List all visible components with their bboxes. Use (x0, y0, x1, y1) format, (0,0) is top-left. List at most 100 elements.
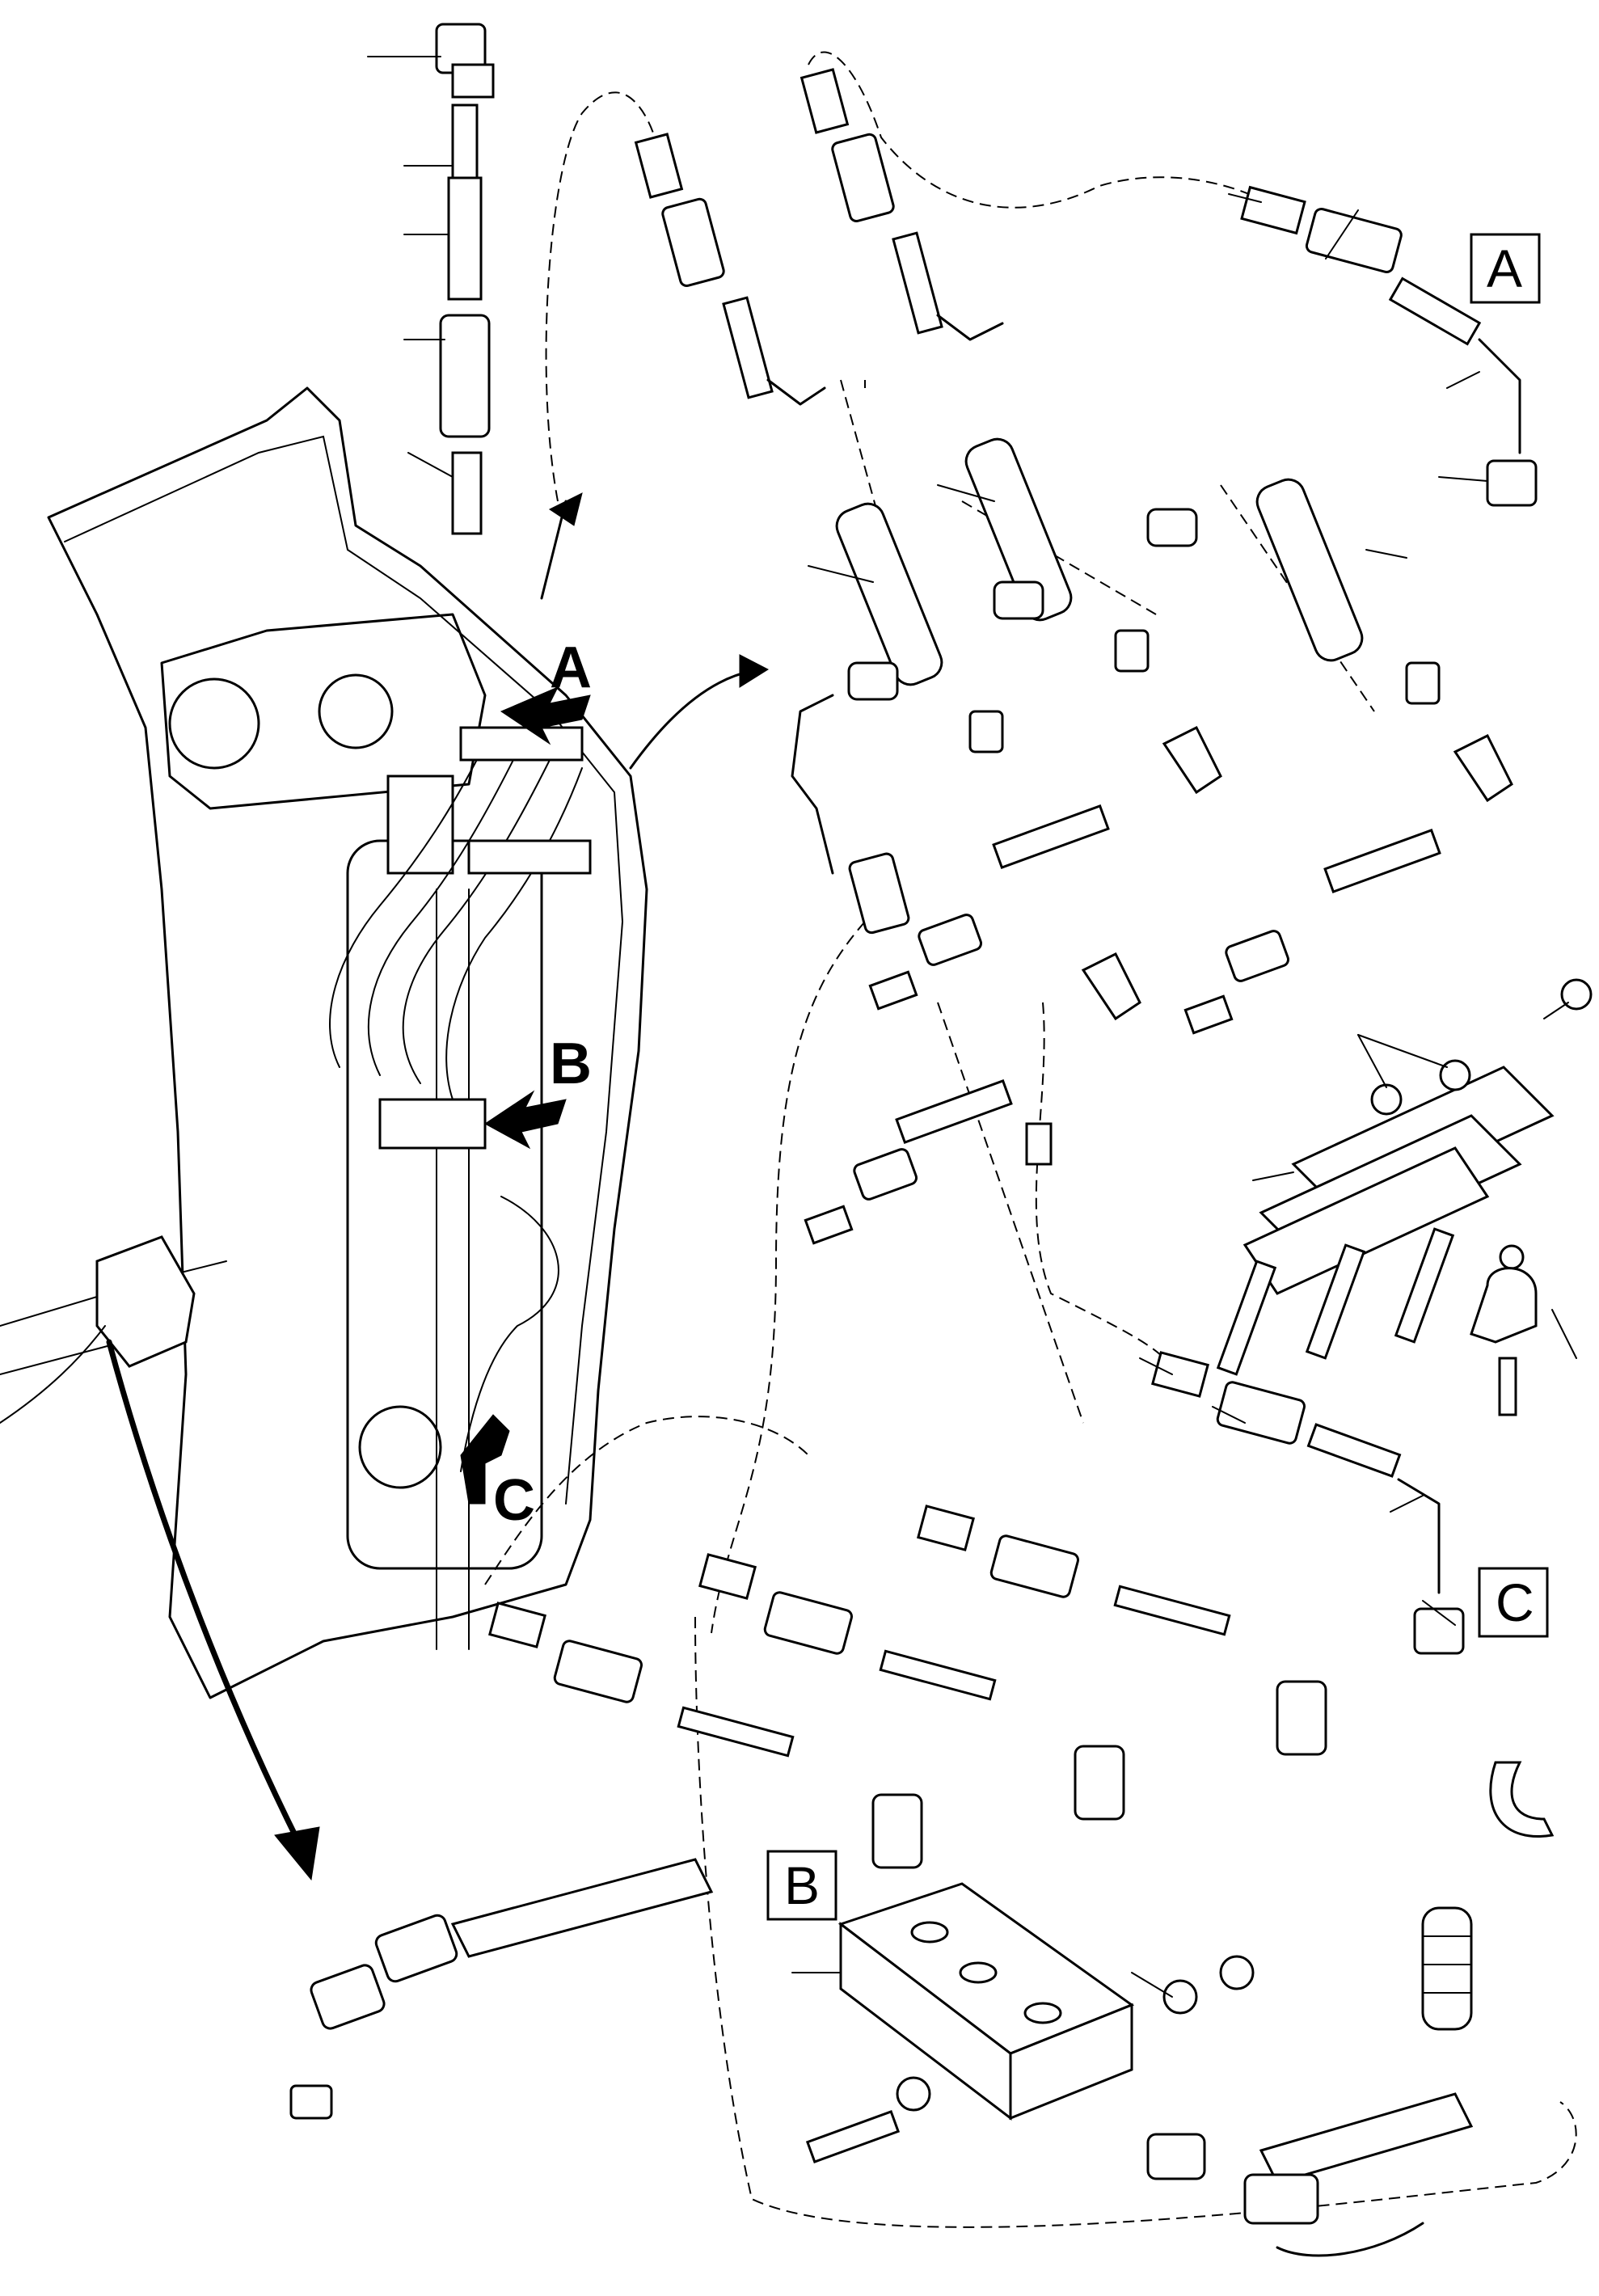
arm-callout-arrows: A B C (106, 492, 770, 1881)
detail-box-a: A (1470, 233, 1541, 304)
nipple (895, 1079, 1013, 1144)
leader-line (1438, 476, 1488, 482)
leader-line (1543, 1002, 1569, 1019)
manifold-port (1023, 2002, 1062, 2024)
sleeve (1151, 1351, 1209, 1398)
leader-line (1446, 371, 1480, 389)
leader-line (1357, 1034, 1387, 1088)
nipple (879, 1649, 997, 1701)
hose-sleeve-left (450, 1858, 714, 1958)
leader-line (1212, 1406, 1246, 1424)
hose-bundle-3 (402, 759, 551, 1084)
tee-fitting (1074, 1745, 1125, 1821)
ferrule (831, 133, 895, 222)
routing-loop-4 (1035, 1002, 1165, 1359)
leader-line (937, 484, 995, 502)
hose-exit (0, 1325, 106, 1424)
routing-loop-3 (711, 921, 866, 1634)
manifold-block-assembly (791, 1882, 1255, 2163)
nut (1405, 661, 1441, 705)
hose-ferrule (439, 314, 491, 438)
leader-line (1422, 1600, 1456, 1626)
routing-paths (484, 51, 1577, 2228)
sleeve (917, 1505, 975, 1551)
nut (968, 710, 1004, 753)
check-valve-2 (964, 437, 1073, 622)
sleeve (868, 970, 918, 1011)
sleeve (1025, 1122, 1053, 1166)
leader-line (808, 565, 874, 583)
explode-arrow-right-head-icon (739, 654, 770, 688)
washer (1162, 1979, 1198, 2015)
nipple (1323, 829, 1441, 893)
tube-bend (766, 378, 826, 406)
elbow (1453, 733, 1513, 803)
sleeve (1240, 185, 1306, 235)
explode-arrow-down-head-icon (274, 1826, 320, 1881)
pivot-hole-1 (168, 677, 260, 770)
nut-small (1499, 1244, 1525, 1270)
routing-dash (937, 1002, 1084, 1424)
hose-bundle-2 (367, 751, 518, 1076)
spiral-wrap-coil (1421, 1906, 1473, 2031)
tube-bend (1397, 1478, 1441, 1594)
adapter (1486, 459, 1538, 507)
leader-line (1325, 209, 1359, 260)
detail-box-c-frame (1478, 1567, 1549, 1638)
nipple (1388, 276, 1482, 346)
routing-loop-5 (694, 1616, 1577, 2228)
callout-a-label: A (550, 635, 592, 700)
arrow-a-icon (500, 686, 591, 745)
leader-line (1131, 1972, 1173, 1998)
detail-box-c-label: C (1496, 1572, 1534, 1632)
detail-box-b: B (766, 1850, 837, 1921)
upper-hose-fittings (634, 68, 1538, 507)
leader-line (407, 452, 454, 478)
tee-fitting (847, 661, 899, 701)
stud-bolt (1394, 1227, 1455, 1344)
clamp-block-assembly (1216, 978, 1593, 1416)
hose-bundle-4 (445, 767, 583, 1100)
tee-fitting (993, 580, 1044, 620)
arm-fitting-row-b (467, 839, 592, 875)
leader-line (1228, 193, 1262, 203)
leader-line (1252, 1171, 1294, 1181)
tee-fitting (871, 1793, 923, 1869)
hydraulic-cylinder-body (346, 839, 543, 1570)
tee-fitting (1276, 1680, 1327, 1756)
ferrule (853, 1148, 918, 1201)
check-valve-1 (835, 502, 943, 686)
hose-tube (451, 103, 479, 179)
adapter (1413, 1607, 1465, 1655)
nut (1114, 629, 1150, 673)
arm-manifold-block (378, 1098, 487, 1150)
leader-line (1139, 1357, 1173, 1375)
explode-arrow-down (106, 1339, 302, 1847)
leader-line (1357, 1034, 1448, 1068)
arrow-b-icon (484, 1090, 567, 1150)
ferrule (848, 852, 910, 935)
manifold-port (910, 1921, 949, 1944)
clip-screw (1498, 1357, 1517, 1416)
nipple (992, 804, 1110, 869)
hose-bundle-1 (329, 743, 486, 1068)
tee-fitting (1146, 508, 1198, 547)
top-fitting-stack (367, 23, 495, 535)
hose-nut (374, 1914, 458, 1983)
manifold-port (959, 1961, 998, 1984)
stud-bolt (1216, 1260, 1277, 1376)
ferrule (1225, 930, 1290, 982)
threaded-nipple (447, 176, 483, 301)
hose-to-c (460, 1196, 559, 1472)
tube-bend (1478, 338, 1521, 454)
leader-line (1390, 1495, 1424, 1513)
cylinder-rod (386, 774, 454, 875)
sleeve (1183, 994, 1234, 1035)
hose-nut (1146, 2133, 1206, 2180)
washer (896, 2076, 931, 2112)
detail-box-b-label: B (784, 1855, 820, 1915)
detail-box-a-frame (1470, 233, 1541, 304)
detail-box-b-frame (766, 1850, 837, 1921)
clamp-nut (1439, 1059, 1471, 1091)
